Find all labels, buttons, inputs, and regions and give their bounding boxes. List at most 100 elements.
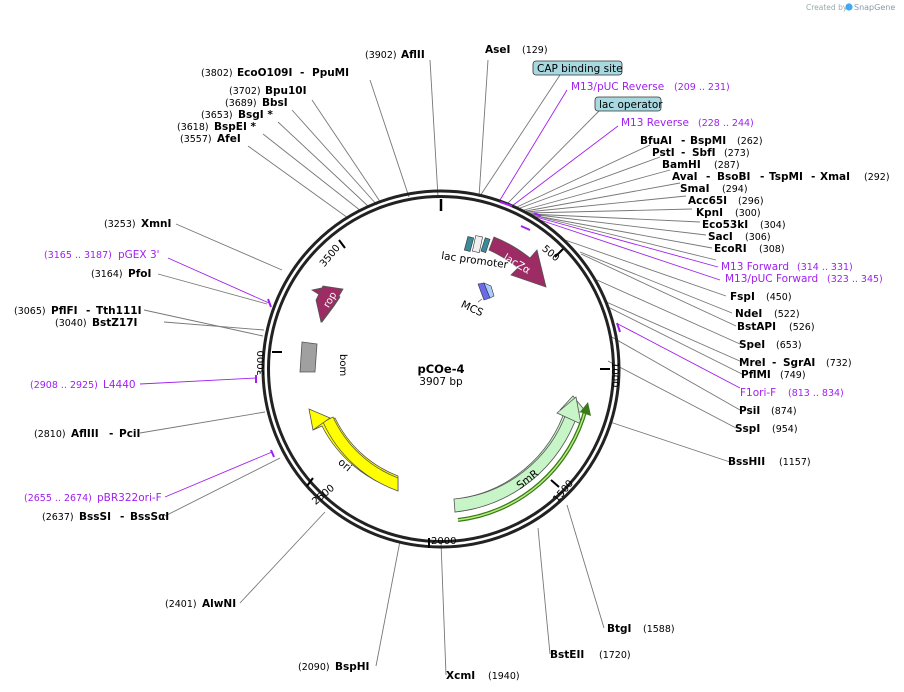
feature-lacza-arrow	[488, 236, 547, 288]
primer-m13-puc-forward-range: (323 .. 345)	[827, 274, 883, 285]
enzyme-avai-sep: -	[706, 171, 710, 183]
enzyme-ecori-pos: (308)	[759, 244, 785, 255]
tick-label-1000: 1000	[609, 362, 620, 387]
enzyme-ecoo109i-pos: (3802)	[201, 68, 233, 79]
enzyme-ndei: NdeI	[735, 308, 762, 320]
enzyme-bsssi: BssSI	[79, 511, 111, 523]
enzyme-eco53ki: Eco53kI	[702, 219, 748, 231]
enzyme-ecoo109i: EcoO109I	[237, 67, 292, 79]
enzyme-tspmi: TspMI	[769, 171, 803, 183]
enzyme-bsobi-sep: -	[760, 171, 764, 183]
enzyme-afliii-sep: -	[109, 428, 113, 440]
tick-marks	[272, 239, 610, 548]
primer-m13-forward: M13 Forward	[721, 261, 789, 273]
plasmid-size: 3907 bp	[419, 376, 463, 388]
enzyme-bsssi-pos: (2637)	[42, 512, 74, 523]
lac-promoter-box-icon	[472, 235, 483, 254]
primer-f1ori-f-range: (813 .. 834)	[788, 388, 844, 399]
backbone-outer	[261, 189, 621, 549]
enzyme-saci-pos: (306)	[745, 232, 771, 243]
enzyme-pfoi: PfoI	[128, 268, 151, 280]
enzyme-mrei: MreI	[739, 357, 766, 369]
primer-pbr322ori-f-range: (2655 .. 2674)	[24, 493, 92, 504]
enzyme-bbsi: BbsI	[262, 97, 288, 109]
enzyme-bsphi-pos: (2090)	[298, 662, 330, 673]
enzyme-bsssi-sep: -	[120, 511, 124, 523]
enzyme-sgrai: SgrAI	[783, 357, 815, 369]
enzyme-sbfi: SbfI	[692, 147, 716, 159]
lac-operator-box	[594, 96, 662, 112]
enzyme-asei-pos: (129)	[522, 45, 548, 56]
enzyme-bstapi: BstAPI	[737, 321, 776, 333]
feature-ori-head	[308, 408, 331, 431]
enzyme-psti-sep: -	[681, 147, 685, 159]
primer-pgex3-range: (3165 .. 3187)	[44, 250, 112, 261]
primer-f1ori-f: F1ori-F	[740, 387, 776, 399]
primer-pgex3: pGEX 3'	[118, 249, 160, 261]
credit-brand: SnapGene	[854, 3, 895, 12]
cap-site-box-icon	[480, 237, 491, 253]
enzyme-tth111i: Tth111I	[96, 305, 141, 317]
primer-m13-puc-forward: M13/pUC Forward	[725, 273, 818, 285]
enzyme-btgi-pos: (1588)	[643, 624, 675, 635]
primer-m13-puc-reverse-range: (209 .. 231)	[674, 82, 730, 93]
enzyme-sspi-pos: (954)	[772, 424, 798, 435]
enzyme-xcmi-pos: (1940)	[488, 671, 520, 682]
feature-bom-label: bom	[337, 354, 348, 376]
cap-binding-site-label: CAP binding site	[537, 63, 623, 75]
feature-bom-box	[299, 341, 318, 373]
feature-smr-green-track-inner	[457, 407, 587, 521]
enzyme-pflfi: PflFI	[51, 305, 78, 317]
enzyme-pfoi-pos: (3164)	[91, 269, 123, 280]
credit-text: Created by	[806, 3, 848, 12]
enzyme-ppumi: PpuMI	[312, 67, 349, 79]
mcs-box-light	[483, 282, 495, 299]
mcs-label: MCS	[459, 299, 485, 320]
enzyme-spei: SpeI	[739, 339, 765, 351]
enzyme-pflmi-pos: (749)	[780, 370, 806, 381]
plasmid-name: pCOe-4	[417, 362, 464, 376]
enzyme-pflmi: PflMI	[741, 369, 771, 381]
backbone-inner	[267, 195, 615, 543]
enzyme-fspi-pos: (450)	[766, 292, 792, 303]
enzyme-bbsi-pos: (3689)	[225, 98, 257, 109]
enzyme-pflfi-pos: (3065)	[14, 306, 46, 317]
primer-m13-puc-reverse: M13/pUC Reverse	[571, 81, 664, 93]
feature-rop-body	[315, 285, 344, 323]
enzyme-bamhi-pos: (287)	[714, 160, 740, 171]
snapgene-logo-icon	[845, 3, 853, 11]
enzyme-tspmi-sep: -	[811, 171, 815, 183]
enzyme-bsshii-pos: (1157)	[779, 457, 811, 468]
mcs-leader	[477, 298, 483, 303]
feature-leader-lines	[479, 74, 601, 206]
enzyme-afliii-pos: (2810)	[34, 429, 66, 440]
enzyme-xcmi: XcmI	[446, 670, 475, 682]
enzyme-xmni: XmnI	[141, 218, 171, 230]
enzyme-bsgi-pos: (3653)	[201, 110, 233, 121]
enzyme-xmni-pos: (3253)	[104, 219, 136, 230]
enzyme-bamhi: BamHI	[662, 159, 701, 171]
enzyme-afei-pos: (3557)	[180, 134, 212, 145]
enzyme-mrei-sep: -	[772, 357, 776, 369]
enzyme-ecoo109i-sep: -	[300, 67, 304, 79]
primer-m13-reverse-range: (228 .. 244)	[698, 118, 754, 129]
enzyme-bpu10i: Bpu10I	[265, 85, 307, 97]
enzyme-psii: PsiI	[739, 405, 760, 417]
tick-label-3000: 3000	[256, 351, 267, 376]
cap-binding-site-box	[532, 60, 623, 76]
enzyme-kpni: KpnI	[696, 207, 723, 219]
enzyme-psti: PstI	[652, 147, 675, 159]
enzyme-mrei-pos: (732)	[826, 358, 852, 369]
enzyme-avai: AvaI	[672, 171, 698, 183]
enzyme-aflii: AflII	[401, 49, 425, 61]
enzyme-smai: SmaI	[680, 183, 710, 195]
lac-operator-box-icon	[463, 236, 475, 252]
enzyme-acc65i-pos: (296)	[738, 196, 764, 207]
enzyme-kpni-pos: (300)	[735, 208, 761, 219]
primer-l4440-range: (2908 .. 2925)	[30, 380, 98, 391]
enzyme-bstapi-pos: (526)	[789, 322, 815, 333]
enzyme-psii-pos: (874)	[771, 406, 797, 417]
tick-label-3500: 3500	[318, 243, 343, 270]
enzyme-xmai: XmaI	[820, 171, 850, 183]
